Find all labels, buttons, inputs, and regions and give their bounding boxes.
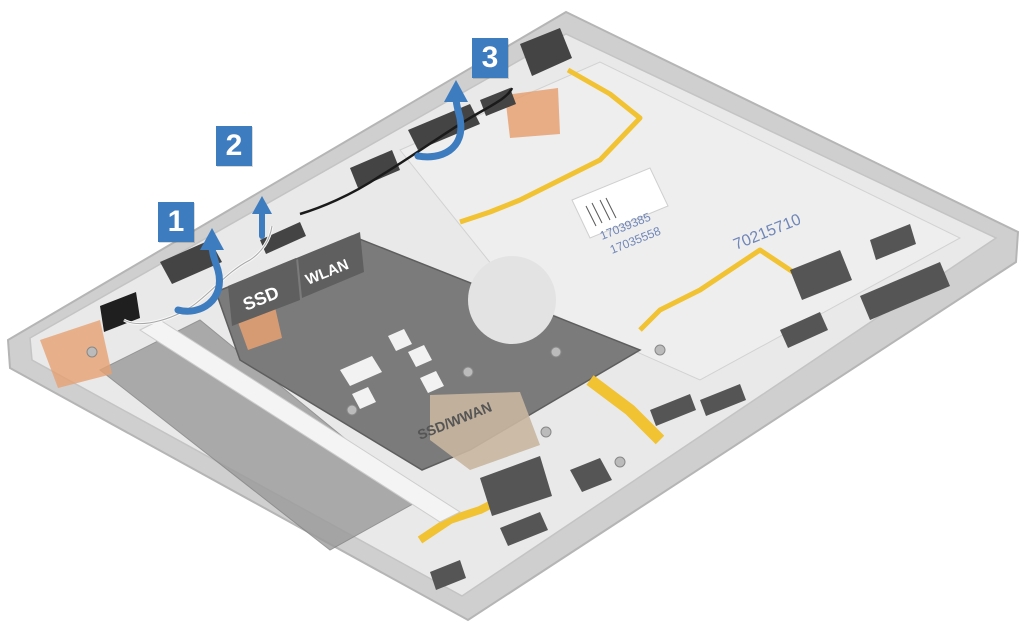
copper-tape-4 — [430, 392, 540, 470]
shield-round-cutout — [468, 256, 556, 344]
callout-2: 2 — [216, 126, 252, 166]
wlan-plate — [298, 232, 364, 298]
bottom-modules — [430, 384, 746, 590]
shield-cutout-marks — [340, 329, 444, 409]
copper-tape-2 — [40, 320, 112, 388]
right-modules — [780, 224, 950, 348]
callout-3: 3 — [472, 38, 508, 78]
screws — [86, 344, 666, 468]
flex-cable-right — [638, 247, 822, 332]
arrow-3 — [414, 80, 468, 161]
antenna-tape-block — [100, 292, 140, 332]
ssd-plate — [228, 258, 300, 326]
antenna-cable-black — [299, 87, 514, 216]
flex-cable-center — [586, 375, 665, 445]
flex-cable-top — [459, 67, 643, 225]
callout-1: 1 — [158, 202, 194, 242]
barcode-lines — [585, 197, 617, 227]
arrow-2 — [252, 196, 272, 239]
arrow-1 — [174, 228, 224, 315]
barcode-label — [571, 167, 669, 239]
copper-tape-3 — [505, 88, 560, 138]
